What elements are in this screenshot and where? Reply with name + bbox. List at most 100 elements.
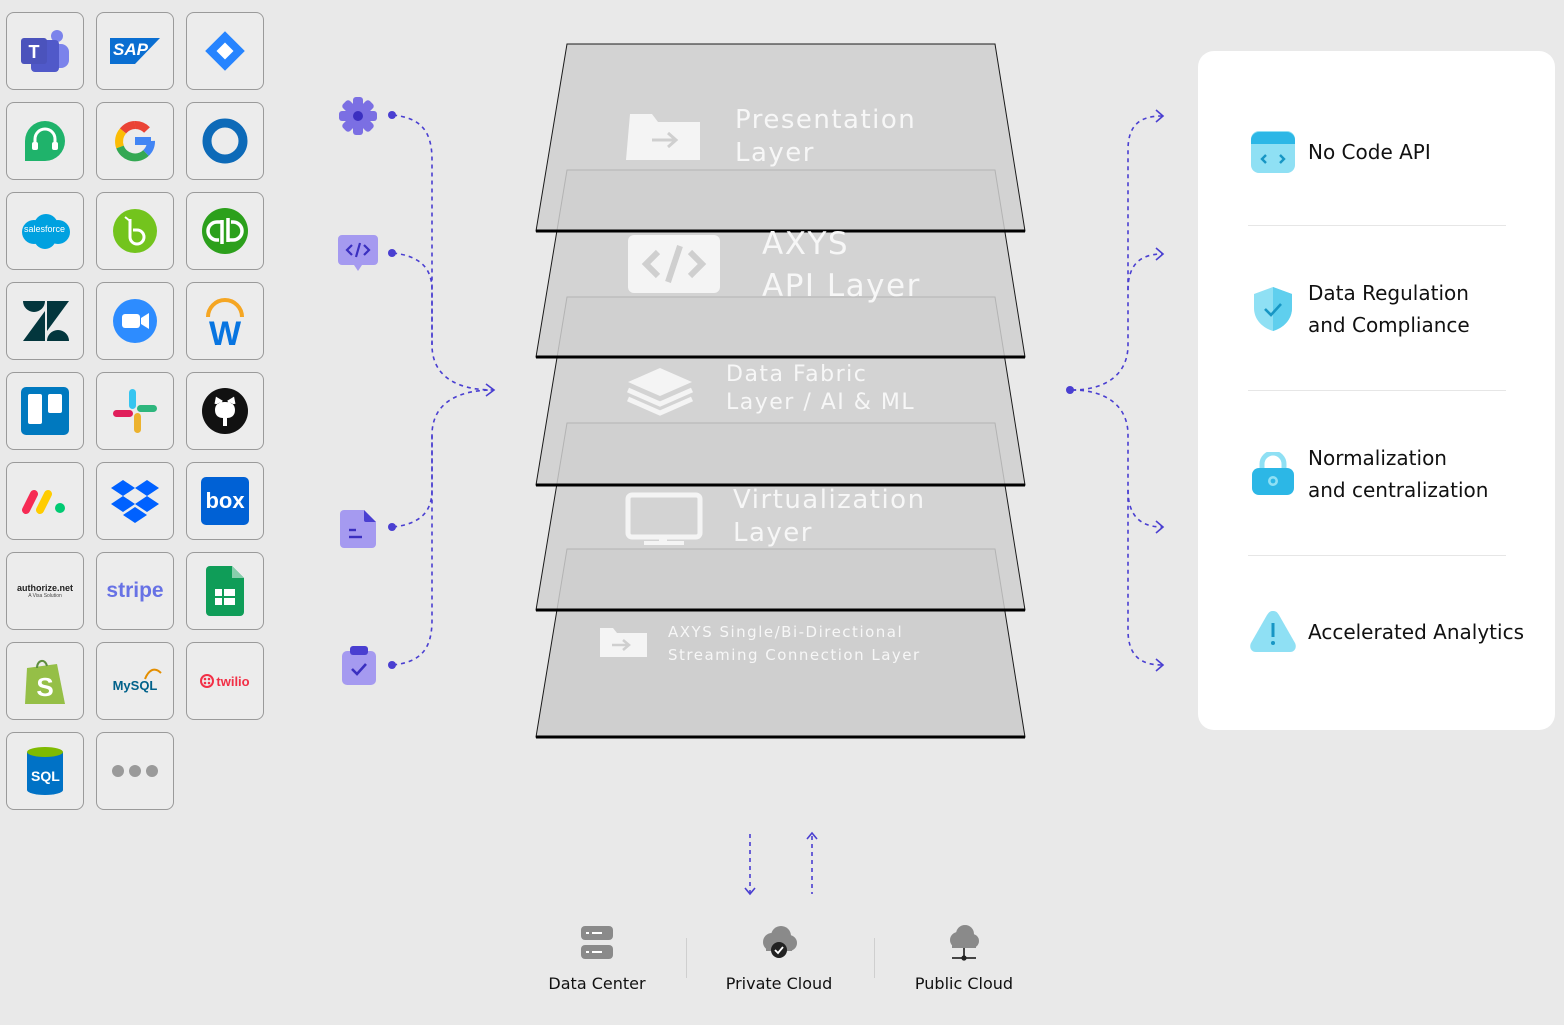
feature-divider-3 [1248,555,1506,556]
github-icon [202,388,248,434]
microsoft-teams-tile[interactable]: T [6,12,84,90]
feature-divider-1 [1248,225,1506,226]
feature-accelerated-analytics: Accelerated Analytics [1308,616,1524,648]
google-tile[interactable] [96,102,174,180]
headset-support-icon [25,121,65,161]
trello-icon [21,387,69,435]
layer-1-line2: Layer [735,137,815,168]
microsoft-teams-icon: T [21,30,69,72]
right-connector-lines [1066,109,1165,672]
box-tile[interactable]: box [186,462,264,540]
salesforce-tile[interactable]: salesforce [6,192,84,270]
more-dots-icon [112,765,158,777]
layer-4-line2: Layer [733,517,813,548]
shield-check-icon [1254,287,1292,331]
svg-text:W: W [209,315,242,347]
slack-icon [113,389,157,433]
bamboohr-tile[interactable] [96,192,174,270]
authorize-net-sub: A Visa Solution [28,593,62,599]
circle-app-tile[interactable] [186,102,264,180]
google-icon [115,121,155,162]
sql-label: SQL [31,768,60,784]
google-sheets-icon [206,566,244,616]
deployment-divider-2 [874,938,875,978]
feature-normalization: Normalization and centralization [1308,442,1488,506]
stripe-label: stripe [106,579,164,602]
folder-arrow-icon-5 [600,628,647,657]
authorize-net-tile[interactable]: authorize.net A Visa Solution [6,552,84,630]
private-cloud-icon [763,926,797,958]
zendesk-icon [23,301,69,341]
box-label: box [205,488,245,513]
feature-3-line2: and centralization [1308,478,1489,502]
clipboard-check-icon [342,646,376,685]
layer-5-line2: Streaming Connection Layer [668,645,921,664]
svg-text:S: S [36,672,53,702]
zendesk-tile[interactable] [6,282,84,360]
stack-icon-3 [626,368,694,416]
quickbooks-tile[interactable] [186,192,264,270]
deployment-divider-1 [686,938,687,978]
layer-3-line1: Data Fabric [726,362,868,387]
shopify-bag-icon: S [25,660,65,704]
google-sheets-tile[interactable] [186,552,264,630]
sap-logo-icon [110,38,160,64]
warning-icon [1250,611,1296,652]
feature-2-line2: and Compliance [1308,313,1470,337]
public-cloud-icon [950,925,979,961]
jira-tile[interactable] [186,12,264,90]
more-integrations-tile[interactable] [96,732,174,810]
deployment-public-cloud: Public Cloud [914,974,1014,993]
layer-1-label: Presentation Layer [735,104,916,169]
layer-4-line1: Virtualization [733,485,926,515]
layer-2-line1: AXYS [762,226,850,262]
layer-4-label: Virtualization Layer [733,484,926,549]
workday-icon: W [206,298,244,347]
github-tile[interactable] [186,372,264,450]
layer-1-plate [535,43,1026,233]
feature-3-line1: Normalization [1308,446,1447,470]
box-logo-icon: box [201,477,249,525]
workday-tile[interactable]: W [186,282,264,360]
deployment-data-center: Data Center [548,974,646,993]
feature-no-code-api: No Code API [1308,136,1431,168]
sap-tile[interactable]: SAP [96,12,174,90]
api-window-icon [1251,131,1295,173]
twilio-icon [200,674,215,688]
twilio-label: twilio [216,673,250,689]
quickbooks-icon [202,208,248,254]
sql-server-tile[interactable]: SQL [6,732,84,810]
authorize-net-label: authorize.net [16,583,73,593]
shopify-tile[interactable]: S [6,642,84,720]
layer-2-label: AXYS API Layer [762,224,921,308]
layer-5-label: AXYS Single/Bi-Directional Streaming Con… [668,621,921,666]
salesforce-label: salesforce [24,224,66,234]
dropbox-tile[interactable] [96,462,174,540]
layer-1-line1: Presentation [735,105,917,135]
freshdesk-tile[interactable] [6,102,84,180]
slack-tile[interactable] [96,372,174,450]
folder-arrow-icon-1 [626,114,700,160]
left-connector-lines [388,111,496,669]
feature-divider-2 [1248,390,1506,391]
server-icon [581,926,613,959]
feature-1-line1: No Code API [1308,140,1431,164]
salesforce-cloud-icon [22,214,70,249]
bamboo-icon [113,209,157,253]
sql-database-icon [27,747,63,795]
layer-3-label: Data Fabric Layer / AI & ML [726,361,915,416]
monday-tile[interactable] [6,462,84,540]
code-icon-2 [628,235,720,293]
zoom-tile[interactable] [96,282,174,360]
jira-icon [205,31,245,71]
feature-4-line1: Accelerated Analytics [1308,620,1524,644]
bidirectional-arrows [744,831,818,896]
feature-2-line1: Data Regulation [1308,281,1469,305]
mysql-tile[interactable]: MySQL [96,642,174,720]
svg-text:T: T [29,42,40,62]
twilio-tile[interactable]: twilio [186,642,264,720]
zoom-camera-icon [113,299,157,343]
trello-tile[interactable] [6,372,84,450]
blue-ring-icon [202,118,248,164]
stripe-tile[interactable]: stripe [96,552,174,630]
